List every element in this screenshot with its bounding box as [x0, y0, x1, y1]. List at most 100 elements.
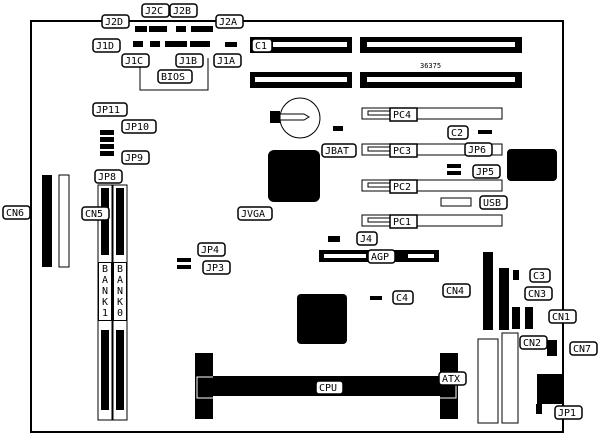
jp9-jumper [100, 144, 114, 149]
label-j2c: J2C [141, 3, 170, 18]
label-text: CN1 [552, 312, 570, 323]
label-text: C1 [255, 41, 267, 52]
jp6-jumper [447, 164, 461, 168]
label-j2b: J2B [169, 3, 198, 18]
label-text: JBAT [325, 146, 349, 157]
jp5-jumper [447, 171, 461, 175]
label-agp: AGP [367, 249, 396, 264]
label-jp5: JP5 [472, 164, 501, 179]
jp8-jumper [100, 151, 114, 156]
label-jbat: JBAT [321, 143, 357, 158]
label-c3: C3 [529, 268, 551, 283]
j4-header [328, 236, 340, 242]
bank0-label: BANK0 [113, 262, 127, 321]
label-text: JP1 [558, 408, 576, 419]
label-text: JP9 [125, 153, 143, 164]
label-text: JP6 [468, 145, 486, 156]
label-text: BIOS [161, 72, 185, 83]
label-text: JVGA [241, 209, 265, 220]
cn4-connector [483, 252, 493, 330]
label-text: JP5 [476, 167, 494, 178]
label-text: J2C [145, 6, 163, 17]
chipset-south [297, 294, 347, 344]
label-c4: C4 [392, 290, 414, 305]
jp11-jumper [100, 130, 114, 135]
label-jp1: JP1 [554, 405, 583, 420]
j-headers [133, 26, 237, 91]
label-text: J2D [105, 17, 123, 28]
c4-jumper [370, 296, 382, 300]
label-text: CN3 [528, 289, 546, 300]
label-j1d: J1D [92, 38, 121, 53]
label-jp3: JP3 [202, 260, 231, 275]
label-text: JP8 [98, 172, 116, 183]
board-id: 36375 [420, 62, 441, 70]
label-usb: USB [479, 195, 508, 210]
usb-header [440, 197, 472, 207]
c2-jumper [478, 130, 492, 134]
cn5-connector [58, 174, 70, 268]
label-cn5: CN5 [81, 206, 110, 221]
label-c1: C1 [251, 38, 273, 53]
label-text: JP4 [201, 245, 219, 256]
label-pc4: PC4 [389, 107, 418, 122]
chipset-io [507, 149, 557, 181]
label-text: PC3 [393, 146, 411, 157]
board-outline [30, 20, 564, 433]
label-jp10: JP10 [121, 119, 157, 134]
bank1-label: BANK1 [98, 262, 112, 321]
label-jp6: JP6 [464, 142, 493, 157]
label-text: J2A [219, 17, 237, 28]
cn2-connector [512, 307, 520, 329]
label-j4: J4 [356, 231, 378, 246]
label-j2a: J2A [215, 14, 244, 29]
cn7-connector [547, 340, 557, 356]
label-jp4: JP4 [197, 242, 226, 257]
label-cn3: CN3 [524, 286, 553, 301]
label-j1b: J1B [175, 53, 204, 68]
label-c2: C2 [447, 125, 469, 140]
label-cn2: CN2 [519, 335, 548, 350]
jp4-jumper [177, 258, 191, 262]
label-text: PC2 [393, 182, 411, 193]
label-text: C4 [396, 293, 408, 304]
label-pc1: PC1 [389, 214, 418, 229]
label-pc3: PC3 [389, 143, 418, 158]
jp3-jumper [177, 265, 191, 269]
label-j1c: J1C [121, 53, 150, 68]
label-text: USB [483, 198, 501, 209]
jp10-jumper [100, 137, 114, 142]
battery-icon [270, 97, 321, 139]
atx-power-connector [477, 338, 499, 424]
label-jp8: JP8 [94, 169, 123, 184]
label-j1a: J1A [213, 53, 242, 68]
label-text: CPU [319, 383, 337, 394]
c3-jumper [513, 270, 519, 280]
label-text: CN5 [85, 209, 103, 220]
label-text: CN4 [446, 286, 464, 297]
isa-slots [250, 37, 522, 88]
label-text: PC4 [393, 110, 411, 121]
label-jvga: JVGA [237, 206, 273, 221]
label-cn7: CN7 [569, 341, 598, 356]
label-text: J4 [360, 234, 372, 245]
label-text: ATX [442, 374, 460, 385]
label-jp9: JP9 [121, 150, 150, 165]
label-jp11: JP11 [92, 102, 128, 117]
label-text: C2 [451, 128, 463, 139]
label-j2d: J2D [101, 14, 130, 29]
label-atx: ATX [438, 371, 467, 386]
label-pc2: PC2 [389, 179, 418, 194]
label-text: J1C [125, 56, 143, 67]
label-text: JP11 [96, 105, 120, 116]
label-text: J1B [179, 56, 197, 67]
label-bios: BIOS [157, 69, 193, 84]
label-text: JP10 [125, 122, 149, 133]
label-text: CN6 [6, 208, 24, 219]
label-cn4: CN4 [442, 283, 471, 298]
jp1-jumper [536, 404, 542, 414]
label-text: JP3 [206, 263, 224, 274]
label-text: AGP [371, 252, 389, 263]
label-text: CN2 [523, 338, 541, 349]
label-text: PC1 [393, 217, 411, 228]
